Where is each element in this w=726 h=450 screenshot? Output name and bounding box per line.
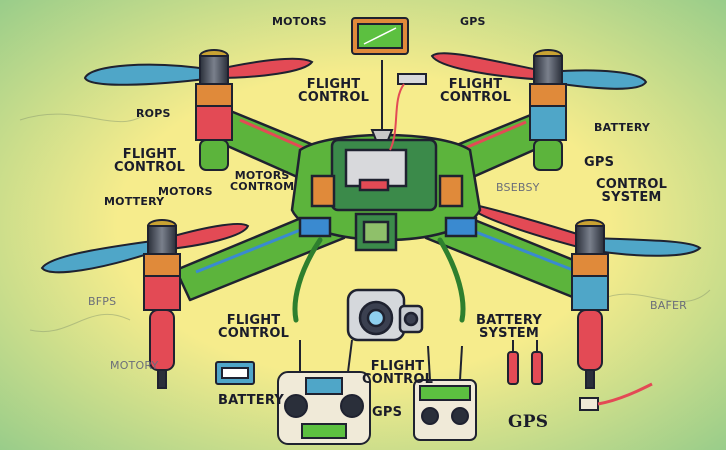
label-bafer: BAFER [650,299,687,312]
label-gps-bottom-small: GPS [372,405,403,420]
label-motory: MOTORY [110,359,159,372]
motor-bottom-left [143,219,181,389]
label-flight-control-bottom: FLIGHT CONTROL [362,359,434,387]
propeller-bottom-left [40,223,250,274]
remote-controller-icon-2 [413,345,477,441]
label-motors-mid: MOTORS [158,185,213,198]
central-body [290,133,482,252]
motor-top-left [195,49,233,171]
screen-icon [351,17,409,55]
label-motors-contro: MOTORS CONTROM [230,169,295,193]
remote-controller-icon [277,339,371,445]
label-bfps: BFPS [88,295,117,308]
propeller-bottom-right [468,202,702,257]
label-control-system: CONTROL SYSTEM [596,177,668,205]
propeller-top-left [83,57,314,86]
fuse-icon [507,340,543,385]
camera-icon [346,288,424,342]
motor-top-right [529,49,567,171]
label-gps-bottom-large: GPS [508,412,549,432]
landing-gear [292,237,466,323]
motor-bottom-right [571,219,609,389]
antenna-icon [370,60,394,141]
label-battery-bottom: BATTERY [218,393,284,408]
battery-icon [215,361,255,385]
label-gps-top: GPS [460,15,486,28]
label-rops: ROPS [136,107,171,120]
label-flight-control-left-top: FLIGHT CONTROL [298,77,370,105]
label-gps-right: GPS [584,155,615,170]
wire-icon [389,73,427,151]
label-bsebsy: BSEBSY [496,181,540,194]
cable-icon [579,382,653,411]
label-motors-top: MOTORS [272,15,327,28]
label-flight-control-low: FLIGHT CONTROL [218,313,290,341]
label-battery-system: BATTERY SYSTEM [476,313,542,341]
label-battery-right: BATTERY [594,121,651,134]
propeller-top-right [430,52,648,90]
label-flight-control-right-top: FLIGHT CONTROL [440,77,512,105]
label-mottery: MOTTERY [104,195,165,208]
label-flight-control-left: FLIGHT CONTROL [114,147,186,175]
